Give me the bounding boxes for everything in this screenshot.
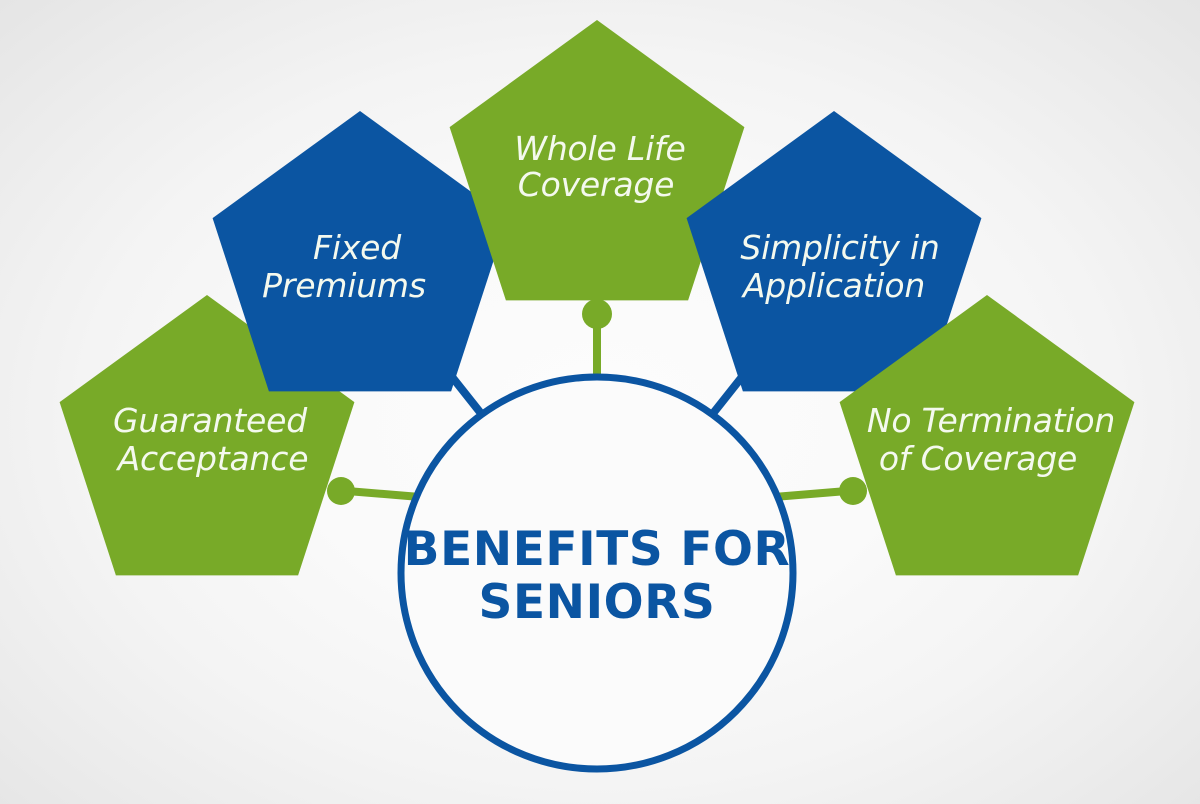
node-label-no-termination-of-coverage-line1: No Termination [867, 401, 1115, 440]
node-whole-life-coverage[interactable]: Whole Life Coverage [449, 20, 745, 301]
node-fixed-premiums[interactable]: Fixed Premiums [167, 78, 525, 445]
node-shape-fixed-premiums [212, 111, 508, 392]
node-label-guaranteed-acceptance-line1: Guaranteed [113, 401, 308, 440]
hub-circle [397, 373, 797, 773]
node-shape-simplicity-in-application [686, 111, 982, 392]
node-label-whole-life-coverage-line1: Whole Life [514, 129, 685, 168]
hub[interactable]: BENEFITS FOR SENIORS [397, 373, 797, 773]
node-label-guaranteed-acceptance-line2: Acceptance [116, 439, 309, 478]
node-label-fixed-premiums-line2: Premiums [262, 266, 426, 305]
connector-dot-guaranteed-acceptance [327, 477, 355, 505]
node-label-simplicity-in-application-line2: Application [741, 266, 925, 305]
node-shape-whole-life-coverage [449, 20, 745, 301]
node-simplicity-in-application[interactable]: Simplicity in Application [669, 78, 1027, 445]
connector-dot-no-termination-of-coverage [839, 477, 867, 505]
node-label-simplicity-in-application-line1: Simplicity in [740, 228, 939, 267]
node-label-whole-life-coverage-line2: Coverage [518, 165, 675, 204]
connector-line-guaranteed-acceptance [346, 487, 421, 501]
connector-line-no-termination-of-coverage [773, 487, 848, 501]
node-no-termination-of-coverage[interactable]: No Termination of Coverage [794, 262, 1197, 662]
node-label-fixed-premiums-line1: Fixed [313, 228, 402, 267]
hub-title-line1: BENEFITS FOR [404, 522, 791, 577]
node-shape-no-termination-of-coverage [839, 295, 1135, 576]
connector-dot-whole-life-coverage [582, 299, 612, 329]
hub-title-line2: SENIORS [479, 575, 716, 630]
node-label-no-termination-of-coverage-line2: of Coverage [879, 439, 1077, 478]
